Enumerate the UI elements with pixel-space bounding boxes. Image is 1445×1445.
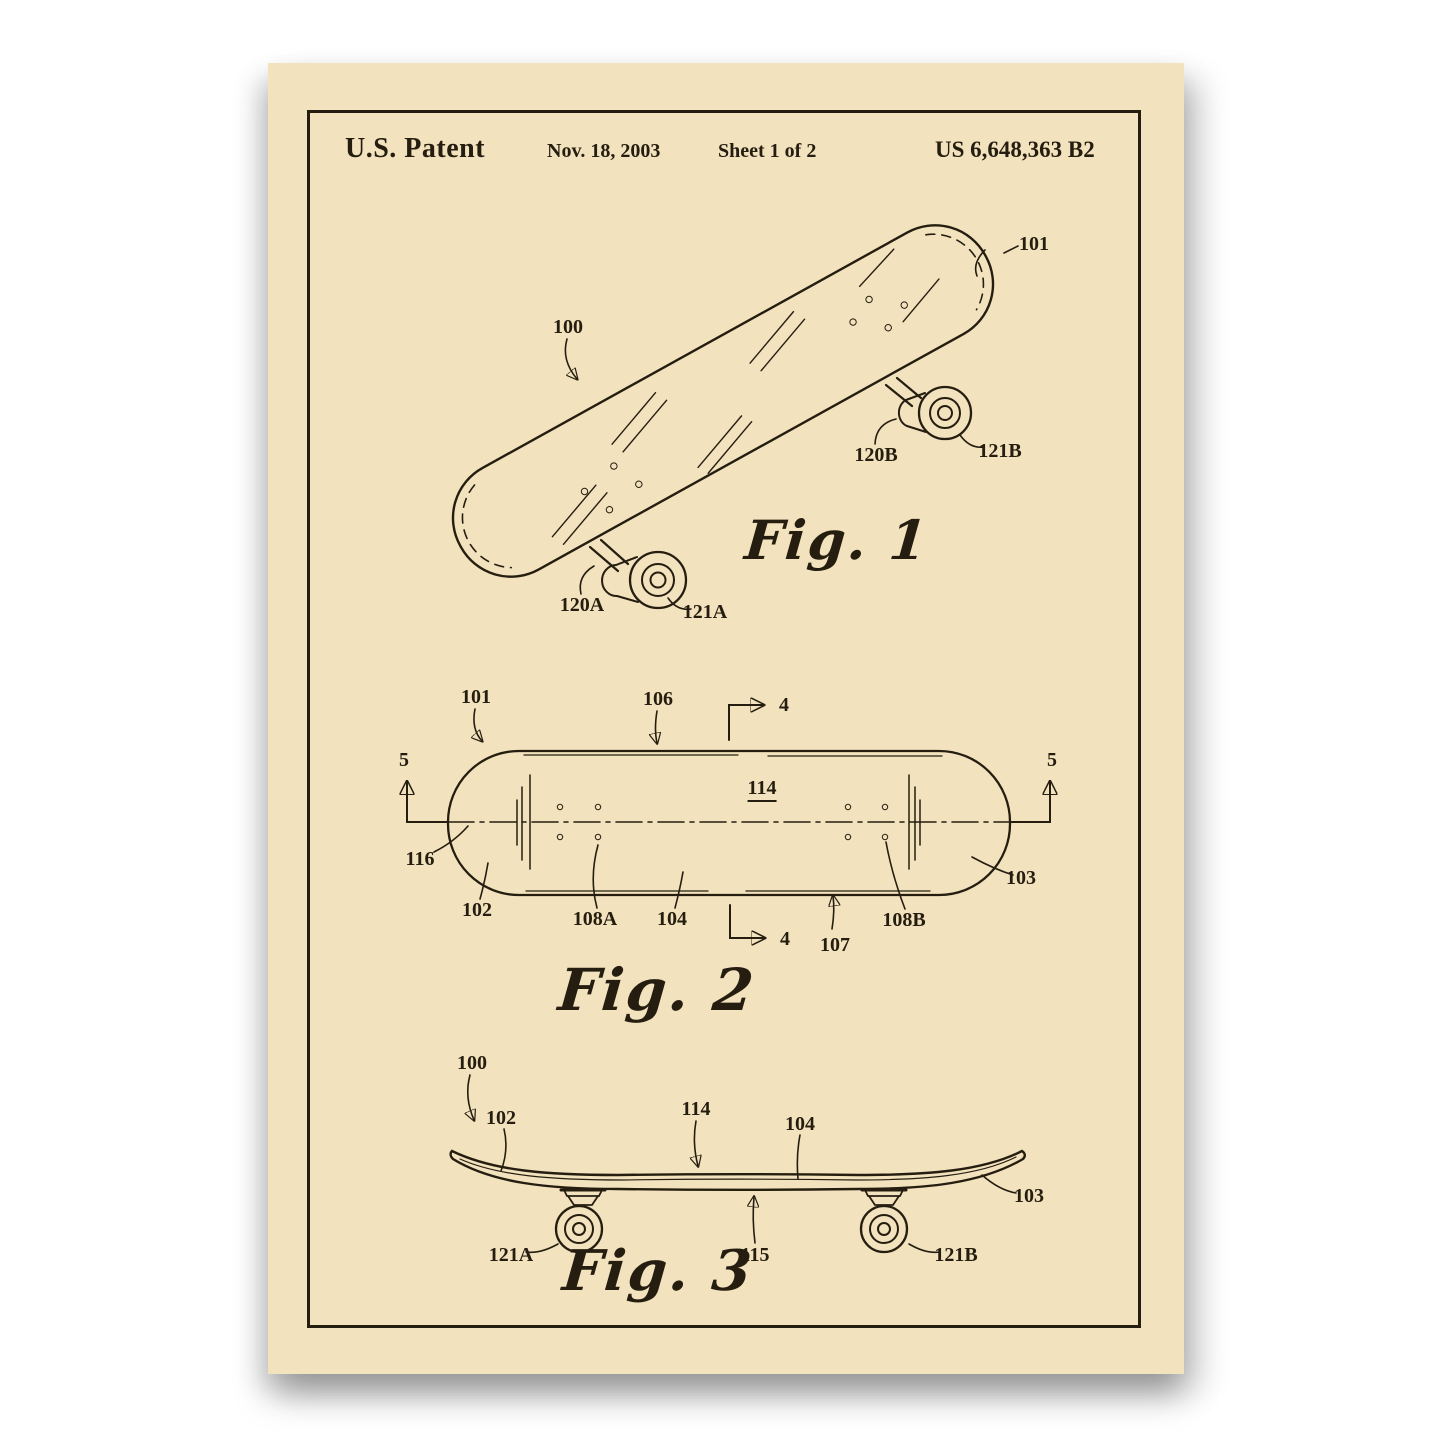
fig3-drawing (451, 1075, 1025, 1252)
fig2-ref-104: 104 (657, 909, 687, 929)
fig3-ref-104: 104 (785, 1114, 815, 1134)
fig2-ref-108A: 108A (573, 909, 617, 929)
fig2-ref-106: 106 (643, 689, 673, 709)
fig2-ref-114: 114 (748, 778, 777, 802)
fig3-ref-114: 114 (682, 1099, 711, 1119)
fig2-drawing (407, 705, 1050, 938)
fig1-ref-101: 101 (1019, 234, 1049, 254)
fig2-ref-4-bottom: 4 (780, 929, 790, 949)
fig2-ref-102: 102 (462, 900, 492, 920)
fig3-ref-121A: 121A (489, 1245, 533, 1265)
fig2-ref-108B: 108B (882, 910, 925, 930)
patent-line-art (268, 63, 1184, 1374)
fig2-ref-4-top: 4 (779, 695, 789, 715)
fig3-ref-102: 102 (486, 1108, 516, 1128)
fig3-ref-121B: 121B (934, 1245, 977, 1265)
fig1-ref-100: 100 (553, 317, 583, 337)
fig3-caption: Fig. 3 (560, 1243, 755, 1299)
patent-poster: U.S. Patent Nov. 18, 2003 Sheet 1 of 2 U… (268, 63, 1184, 1374)
fig2-ref-5-right: 5 (1047, 750, 1057, 770)
fig3-ref-103: 103 (1014, 1186, 1044, 1206)
fig2-ref-107: 107 (820, 935, 850, 955)
fig1-ref-120A: 120A (560, 595, 604, 615)
fig3-ref-100: 100 (457, 1053, 487, 1073)
fig1-ref-120B: 120B (854, 445, 897, 465)
fig2-ref-116: 116 (406, 849, 435, 869)
fig1-caption: Fig. 1 (743, 513, 932, 567)
fig2-caption: Fig. 2 (556, 961, 758, 1019)
fig1-drawing (432, 205, 1018, 609)
fig2-ref-101: 101 (461, 687, 491, 707)
fig2-ref-103: 103 (1006, 868, 1036, 888)
fig2-ref-5-left: 5 (399, 750, 409, 770)
fig1-ref-121A: 121A (683, 602, 727, 622)
fig1-ref-121B: 121B (978, 441, 1021, 461)
